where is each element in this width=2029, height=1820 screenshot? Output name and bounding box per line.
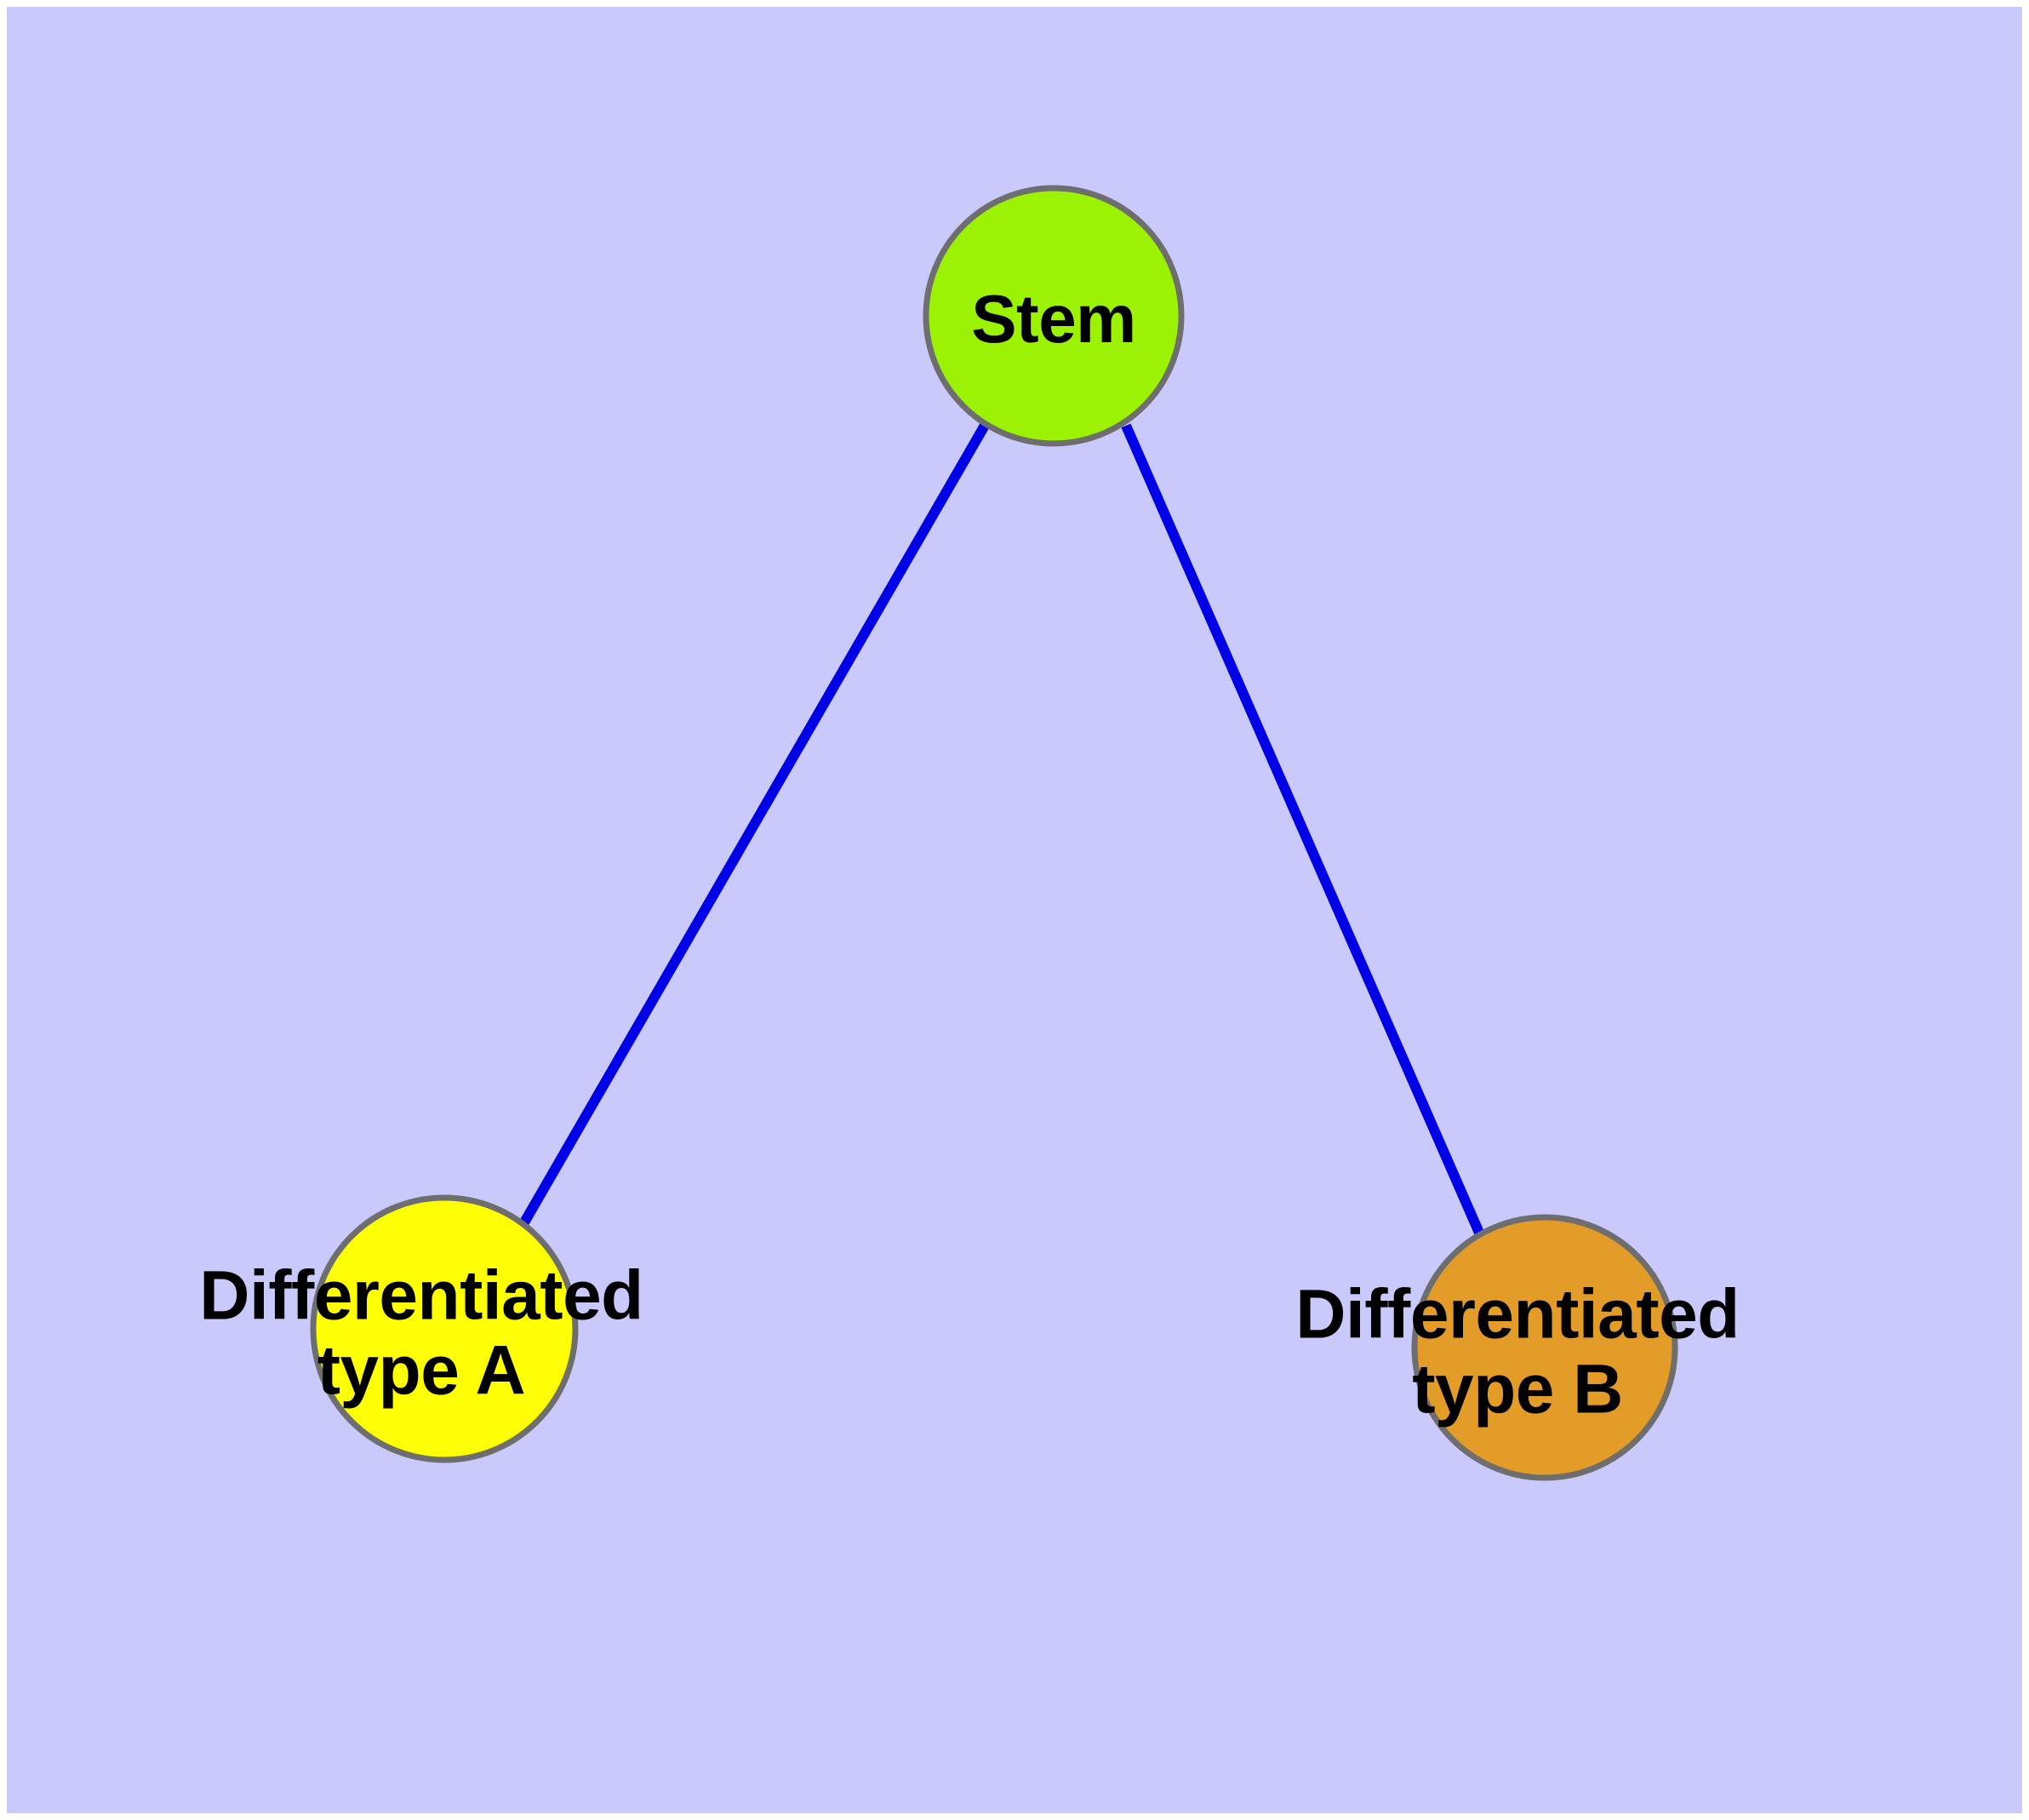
edge-stem-to-diff-a [519,421,991,1226]
nodes-group [310,185,1678,1481]
node-circle-stem[interactable] [923,185,1185,447]
edges-group [519,421,1487,1241]
node-circle-diff_b[interactable] [1411,1214,1678,1481]
edge-stem-to-diff-b [1121,423,1487,1241]
graph-svg [310,185,1678,1481]
node-circle-diff_a[interactable] [310,1194,579,1463]
